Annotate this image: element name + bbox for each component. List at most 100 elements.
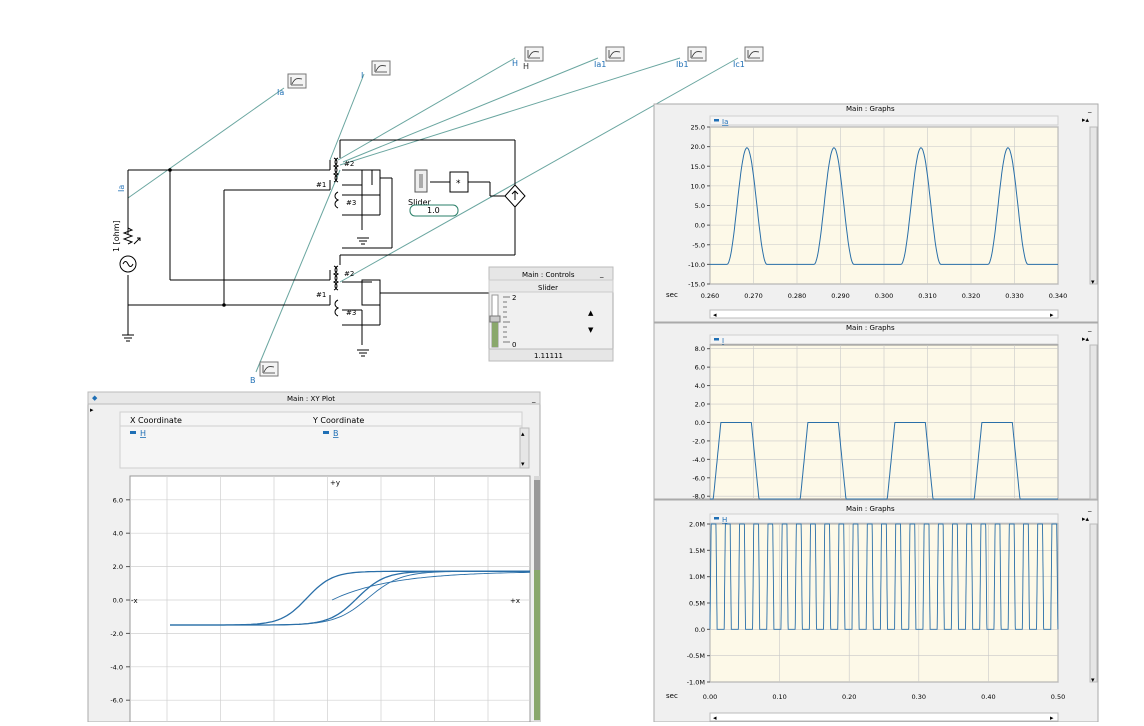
graph-h-vscroll[interactable] xyxy=(1089,523,1098,683)
graph-ia-vscroll[interactable] xyxy=(1089,126,1098,285)
graph-panel-ia: Main : Graphs _ ▸▴ Ia 25.020.015.010.05.… xyxy=(653,103,1099,323)
meter-h[interactable] xyxy=(524,46,544,62)
i-y-tick-label: -8.0 xyxy=(692,493,705,501)
graph-h-menu-arrows[interactable]: ▸▴ xyxy=(1082,515,1090,523)
h-x-tick-label: 0.20 xyxy=(842,693,856,701)
xy-minimize-button[interactable]: _ xyxy=(531,395,536,403)
probe-label-ic1: Ic1 xyxy=(733,60,745,69)
graph-h-sec-label: sec xyxy=(666,692,678,700)
ia-x-tick-label: 0.260 xyxy=(701,292,720,300)
transformer-1-icon[interactable] xyxy=(332,157,381,209)
i-y-tick-label: 2.0 xyxy=(695,401,705,409)
graph-ia-minimize-button[interactable]: _ xyxy=(1087,105,1092,113)
h-y-ticks: 2.0M1.5M1.0M0.5M0.0-0.5M-1.0M xyxy=(687,521,710,687)
xy-plus-x: +x xyxy=(510,597,520,605)
controls-min-tick: 0 xyxy=(512,341,516,349)
voltage-source-icon[interactable] xyxy=(119,255,137,273)
x-signal-name[interactable]: H xyxy=(140,429,146,438)
ia-y-tick-label: 0.0 xyxy=(695,222,705,230)
winding-label: #2 xyxy=(344,160,354,168)
h-y-tick-label: -0.5M xyxy=(687,652,705,660)
meter-ib1[interactable] xyxy=(687,46,707,62)
xy-pin-icon[interactable]: ◆ xyxy=(92,394,98,402)
ammeter-label: Ia xyxy=(117,185,126,192)
arrow-up-icon xyxy=(511,190,519,200)
h-y-tick-label: 0.0 xyxy=(695,626,705,634)
multiplier-block[interactable] xyxy=(449,171,469,193)
controls-up-arrow[interactable]: ▲ xyxy=(588,309,594,317)
xy-header-scrollbar[interactable] xyxy=(519,427,530,469)
h-y-tick-label: 1.5M xyxy=(689,547,705,555)
i-trace xyxy=(710,422,1058,500)
svg-text:▴: ▴ xyxy=(521,430,525,438)
controls-slider-thumb[interactable] xyxy=(489,315,501,323)
slider-value-box[interactable] xyxy=(409,204,459,217)
sine-icon xyxy=(122,261,134,267)
ground-icon xyxy=(122,237,369,357)
i-y-tick-label: -4.0 xyxy=(692,456,705,464)
controls-readout: 1.11111 xyxy=(534,352,563,360)
ia-x-tick-label: 0.340 xyxy=(1049,292,1068,300)
wire-ia xyxy=(127,87,285,199)
ia-y-tick-label: -5.0 xyxy=(692,241,705,249)
graph-i-signal[interactable]: I xyxy=(722,337,724,345)
x-coordinate-header: X Coordinate xyxy=(130,416,182,425)
ia-x-tick-label: 0.300 xyxy=(875,292,894,300)
graph-h-signal[interactable]: H xyxy=(722,516,727,524)
ia-y-tick-label: -15.0 xyxy=(688,281,705,289)
xy-plot-title: Main : XY Plot xyxy=(287,395,335,403)
graph-i-title: Main : Graphs xyxy=(846,324,895,332)
xy-y-tick-label: 4.0 xyxy=(113,530,123,538)
xy-y-tick-label: -4.0 xyxy=(110,663,123,671)
graph-ia-signal[interactable]: Ia xyxy=(722,118,728,126)
graph-i-menu-arrows[interactable]: ▸▴ xyxy=(1082,335,1090,343)
slider-component[interactable] xyxy=(414,169,428,193)
i-y-tick-label: -6.0 xyxy=(692,474,705,482)
probe-wires xyxy=(127,57,739,373)
resistor-icon[interactable] xyxy=(122,227,134,245)
controls-minimize-button[interactable]: _ xyxy=(599,270,604,278)
xy-scroll-thumb[interactable] xyxy=(534,480,540,570)
controls-down-arrow[interactable]: ▼ xyxy=(588,326,594,334)
variable-arrow-icon xyxy=(133,237,141,245)
probe-label-i: I xyxy=(361,71,363,80)
graph-i-vscroll[interactable] xyxy=(1089,344,1098,500)
ia-x-tick-label: 0.270 xyxy=(744,292,763,300)
graph-ia-hscroll[interactable] xyxy=(709,309,1059,319)
resistor-label: 1 [ohm] xyxy=(112,220,121,252)
xy-inner-branch xyxy=(170,570,530,626)
graph-h-hscroll[interactable] xyxy=(709,712,1059,722)
h-x-tick-label: 0.40 xyxy=(981,693,995,701)
xy-minus-x: -x xyxy=(131,597,138,605)
ia-x-tick-label: 0.280 xyxy=(788,292,807,300)
ia-x-tick-label: 0.310 xyxy=(918,292,937,300)
i-y-tick-label: 4.0 xyxy=(695,382,705,390)
svg-text:▾: ▾ xyxy=(1091,676,1095,684)
meter-ia1[interactable] xyxy=(605,46,625,62)
meter-ia[interactable] xyxy=(287,73,307,89)
probe-label-h: H xyxy=(512,59,518,68)
wire-ib1 xyxy=(339,57,681,166)
meter-ic1[interactable] xyxy=(744,46,764,62)
i-y-ticks: 8.06.04.02.00.0-2.0-4.0-6.0-8.0 xyxy=(692,345,710,501)
meter-i[interactable] xyxy=(371,60,391,76)
xy-arrow-icon: ▸ xyxy=(90,406,94,414)
i-y-tick-label: 8.0 xyxy=(695,345,705,353)
probe-label-ia1: Ia1 xyxy=(594,60,606,69)
xy-y-tick-label: 6.0 xyxy=(113,496,123,504)
svg-text:▸: ▸ xyxy=(1050,714,1054,722)
graph-ia-menu-arrows[interactable]: ▸▴ xyxy=(1082,116,1090,124)
graph-panel-i: Main : Graphs _ ▸▴ I 8.06.04.02.00.0-2.0… xyxy=(653,322,1099,501)
graph-h-minimize-button[interactable]: _ xyxy=(1087,504,1092,512)
transformer-2-icon[interactable] xyxy=(332,265,381,317)
svg-text:▾: ▾ xyxy=(1091,278,1095,286)
ia-grid xyxy=(709,126,1059,285)
meter-b[interactable] xyxy=(259,361,279,377)
graph-i-minimize-button[interactable]: _ xyxy=(1087,324,1092,332)
h-x-tick-label: 0.30 xyxy=(912,693,926,701)
y-signal-name[interactable]: B xyxy=(333,429,339,438)
i-y-tick-label: 6.0 xyxy=(695,364,705,372)
ia-x-tick-label: 0.290 xyxy=(831,292,850,300)
